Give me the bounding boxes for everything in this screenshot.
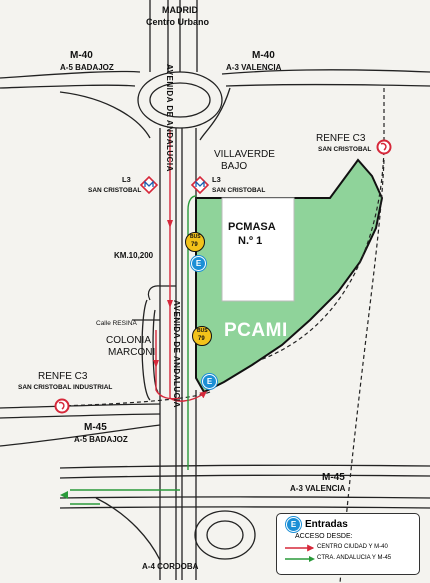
renfe-icon-left — [54, 398, 70, 414]
m40-roundabout — [137, 71, 223, 129]
l3-left-line: L3 — [122, 175, 131, 184]
m45-left-name: M-45 — [84, 422, 107, 433]
entrance-badge-top: E — [191, 256, 206, 271]
calle-resina-label: Calle RESINA — [96, 320, 137, 327]
legend-subtitle: ACCESO DESDE: — [295, 533, 353, 540]
m40-right-sub: A-3 VALENCIA — [226, 63, 282, 72]
colonia-label-1: COLONIA — [106, 335, 152, 346]
a4-label: A-4 CORDOBA — [142, 562, 199, 571]
metro-icon-left — [139, 175, 159, 195]
pcmasa-plot — [221, 197, 295, 302]
colonia-label-2: MARCONI — [108, 347, 156, 358]
bus-bottom-number: 79 — [198, 336, 205, 342]
avenida-label-bottom: AVENIDA DE ANDALUCIA — [172, 300, 181, 408]
a4-interchange — [95, 497, 256, 561]
centro-urbano-label: Centro Urbano — [146, 17, 209, 27]
red-access-route — [155, 130, 207, 402]
entrance-badge-bottom: E — [202, 374, 217, 389]
m40-motorway — [0, 69, 430, 141]
renfe-icon-top — [376, 139, 392, 155]
m40-right-name: M-40 — [252, 50, 275, 61]
m45-right-sub: A-3 VALENCIA — [290, 484, 346, 493]
km-label: KM.10,200 — [114, 251, 154, 260]
renfe-left-name: RENFE C3 — [38, 371, 88, 382]
m45-motorway — [0, 403, 430, 509]
renfe-left-sub: SAN CRISTOBAL INDUSTRIAL — [18, 384, 113, 391]
bus-bottom-label: BUS — [197, 328, 208, 334]
l3-right-line: L3 — [212, 175, 221, 184]
m45-left-sub: A-5 BADAJOZ — [74, 435, 128, 444]
avenida-label-top: AVENIDA DE ANDALUCIA — [165, 64, 174, 172]
route-arrows — [60, 220, 173, 499]
bus-top-number: 79 — [191, 242, 198, 248]
green-access-route — [70, 195, 197, 505]
l3-left-name: SAN CRISTOBAL — [88, 187, 142, 194]
legend-item-green: CTRA. ANDALUCIA Y M-45 — [317, 555, 392, 561]
bus-stop-top — [185, 232, 205, 252]
metro-icon-right — [190, 175, 210, 195]
legend-entrance-icon: E — [286, 517, 301, 532]
madrid-label: MADRID — [162, 5, 198, 15]
legend-route-swatches — [285, 544, 315, 562]
l3-right-name: SAN CRISTOBAL — [212, 187, 266, 194]
avenida-andalucia-road — [141, 0, 198, 580]
legend-item-red: CENTRO CIUDAD Y M-40 — [317, 544, 388, 550]
pcami-label: PCAMI — [224, 320, 288, 341]
renfe-top-sub: SAN CRISTOBAL — [318, 146, 372, 153]
renfe-top-name: RENFE C3 — [316, 133, 366, 144]
m40-left-name: M-40 — [70, 50, 93, 61]
bus-stop-bottom — [192, 326, 212, 346]
colonia-ring-road — [132, 285, 176, 321]
m45-right-name: M-45 — [322, 472, 345, 483]
pcmasa-label-1: PCMASA — [228, 221, 276, 233]
bus-top-label: BUS — [190, 234, 201, 240]
villaverde-label-1: VILLAVERDE — [214, 149, 275, 160]
villaverde-label-2: BAJO — [221, 161, 248, 172]
legend: E Entradas ACCESO DESDE: CENTRO CIUDAD Y… — [276, 513, 420, 575]
legend-title: Entradas — [305, 519, 348, 530]
m40-left-sub: A-5 BADAJOZ — [60, 63, 114, 72]
pcmasa-label-2: N.º 1 — [238, 235, 263, 247]
